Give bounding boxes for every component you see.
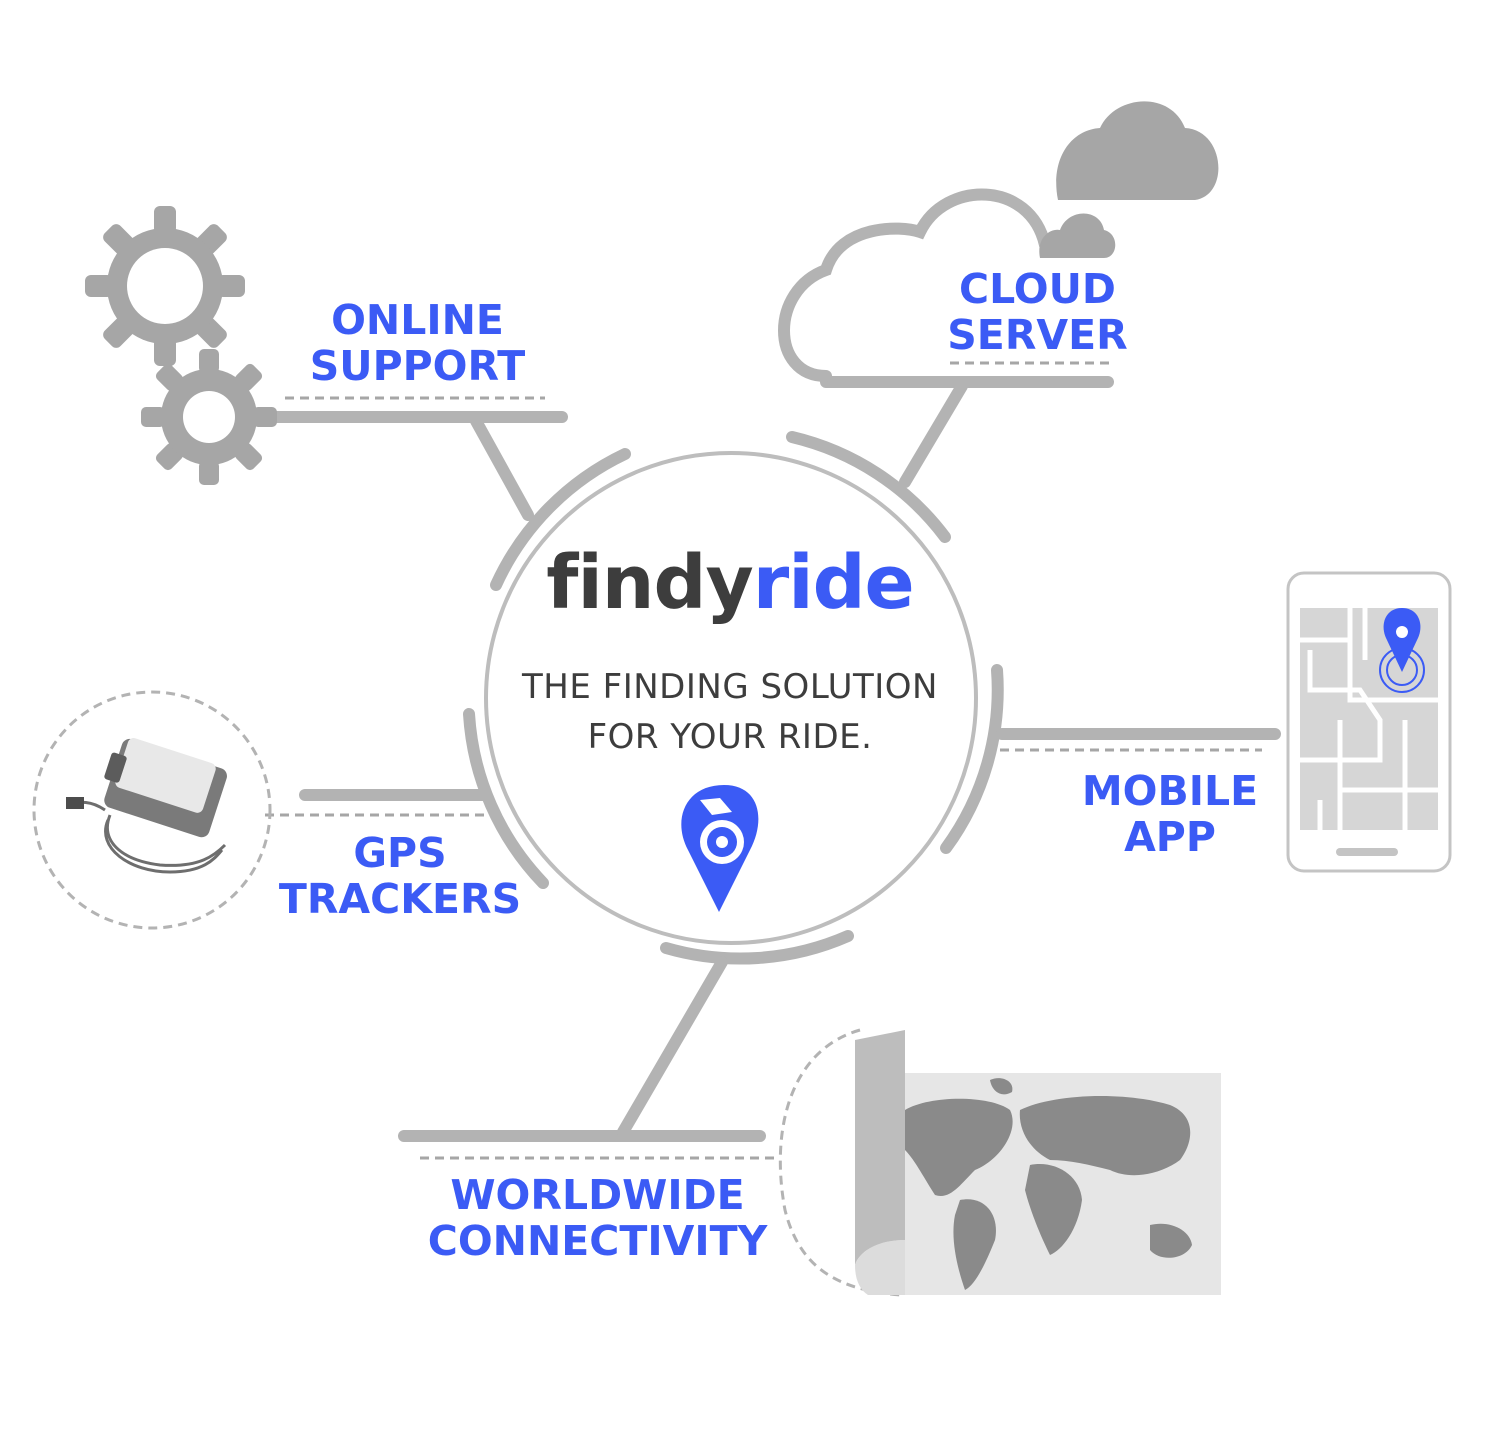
hub-arc-left	[463, 708, 549, 889]
phone-icon	[1286, 571, 1452, 873]
findyride-logo-icon	[681, 785, 759, 912]
brand-part2: ride	[752, 540, 915, 626]
label-mobile-app: MOBILE APP	[1070, 768, 1270, 860]
tagline-line2: FOR YOUR RIDE.	[587, 717, 873, 757]
label-mobile-app-line1: MOBILE	[1081, 767, 1259, 815]
hub-arc-top-left	[490, 448, 631, 591]
connector-world-stem	[617, 956, 728, 1138]
label-cloud-server-line2: SERVER	[947, 311, 1128, 359]
tagline: THE FINDING SOLUTION FOR YOUR RIDE.	[480, 662, 980, 762]
tagline-line1: THE FINDING SOLUTION	[522, 667, 938, 707]
label-online-support-line2: SUPPORT	[309, 342, 526, 390]
label-gps-trackers: GPS TRACKERS	[270, 830, 530, 922]
hub-arc-right	[940, 664, 1004, 854]
connectors	[262, 376, 1281, 1142]
label-gps-trackers-line2: TRACKERS	[278, 875, 522, 923]
map-pin-icon	[1379, 608, 1425, 693]
label-cloud-server-line1: CLOUD	[959, 265, 1116, 313]
brand-logotype: findyride	[520, 540, 940, 640]
gear-icon	[85, 206, 277, 485]
gps-tracker-icon	[32, 690, 272, 930]
dashed-separators	[265, 361, 1262, 1160]
brand-part1: findy	[546, 540, 753, 626]
label-worldwide-line2: CONNECTIVITY	[427, 1217, 768, 1265]
label-mobile-app-line2: APP	[1124, 813, 1216, 861]
label-gps-trackers-line1: GPS	[353, 829, 447, 877]
label-online-support-line1: ONLINE	[331, 296, 504, 344]
label-worldwide-line1: WORLDWIDE	[450, 1171, 745, 1219]
label-cloud-server: CLOUD SERVER	[930, 266, 1145, 358]
label-worldwide-connectivity: WORLDWIDE CONNECTIVITY	[425, 1172, 770, 1264]
world-map-icon	[778, 1028, 1221, 1297]
connector-online-stem	[470, 415, 534, 521]
label-online-support: ONLINE SUPPORT	[300, 297, 535, 389]
hub-circle	[484, 451, 978, 945]
hub-arc-top-right	[786, 431, 951, 543]
connector-cloud-stem	[899, 380, 968, 488]
hub-arcs	[463, 431, 1004, 965]
hub	[463, 431, 1004, 965]
cloud-icon	[778, 101, 1219, 382]
hub-arc-bottom	[660, 930, 854, 965]
